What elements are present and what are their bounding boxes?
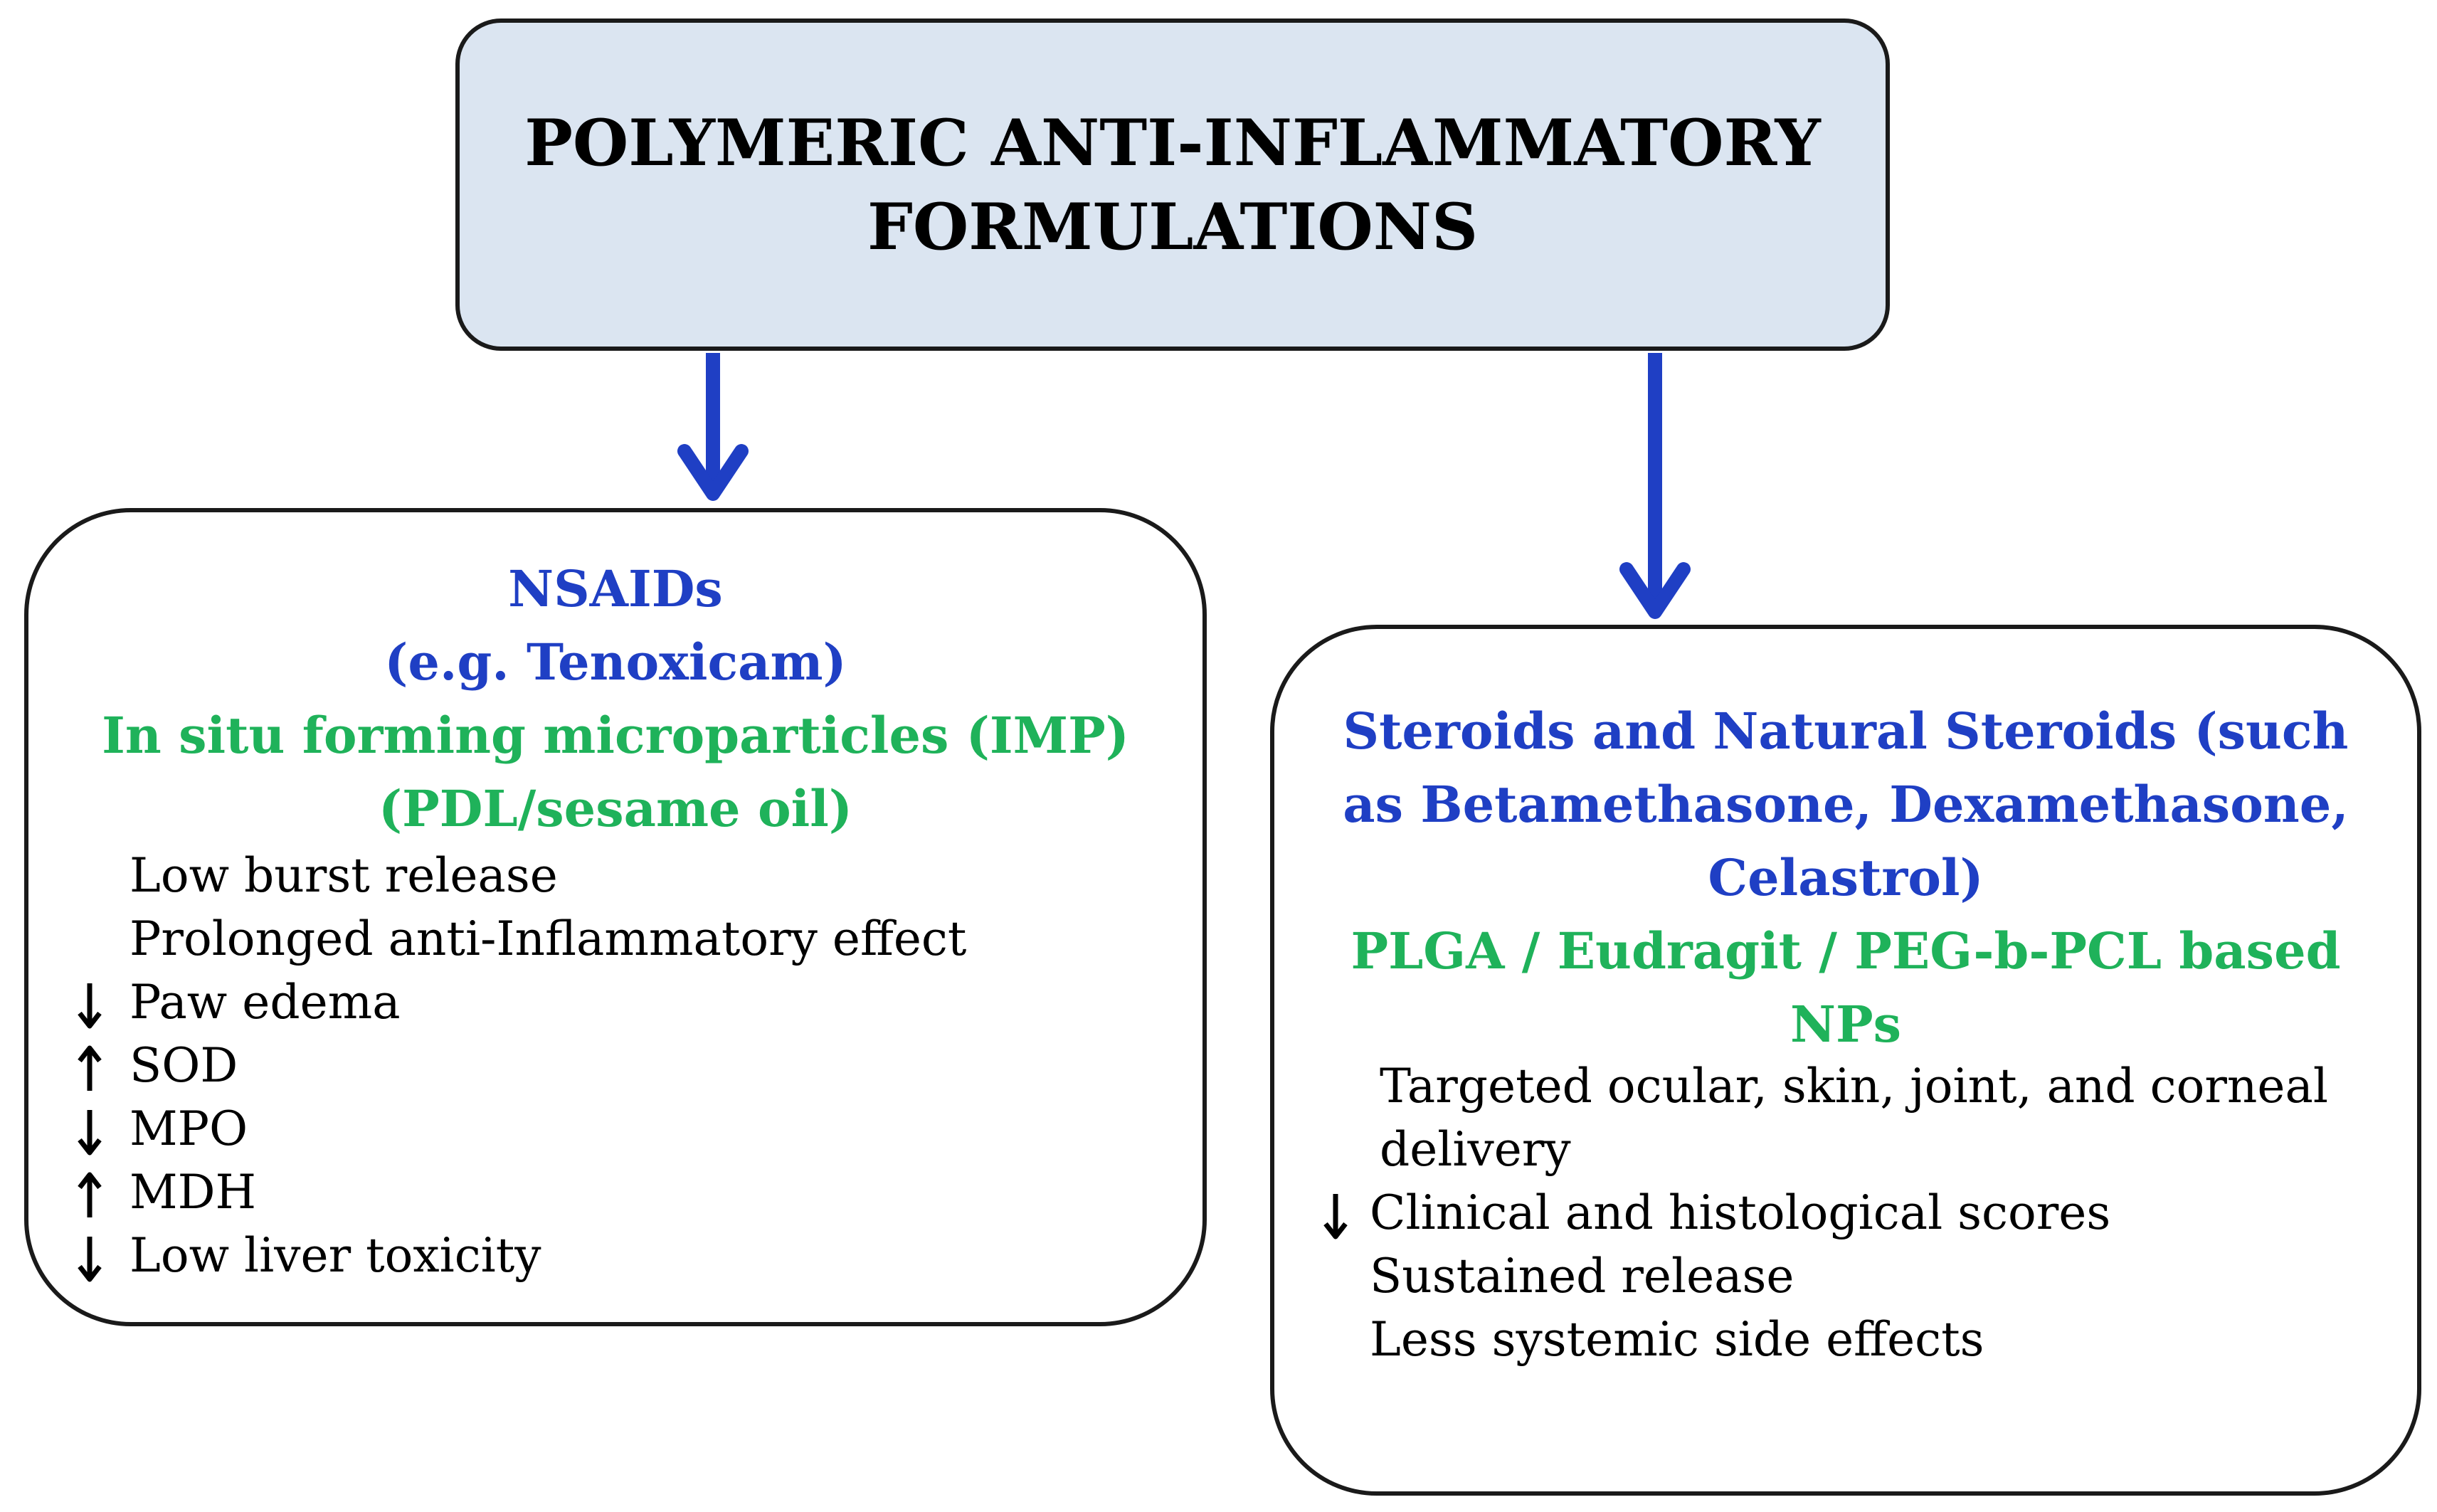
up-arrow-icon [78, 1045, 102, 1091]
list-item: Clinical and histological scores [1323, 1181, 2328, 1244]
list-item: Targeted ocular, skin, joint, and cornea… [1380, 1054, 2328, 1118]
steroids-formulation-line-1: PLGA / Eudragit / PEG-b-PCL based [1350, 921, 2341, 980]
down-arrow-icon [1323, 1194, 1348, 1239]
list-item-text: Sustained release [1370, 1249, 1794, 1304]
nsaids-heading: NSAIDs (e.g. Tenoxicam) In situ forming … [28, 552, 1202, 845]
list-item: SOD [78, 1034, 966, 1097]
list-item-text: Targeted ocular, skin, joint, and cornea… [1380, 1059, 2328, 1114]
root-node: POLYMERIC ANTI-INFLAMMATORY FORMULATIONS [455, 18, 1890, 351]
list-item: Prolonged anti-Inflammatory effect [129, 907, 966, 971]
list-item: Low liver toxicity [78, 1224, 966, 1287]
list-item-text: Prolonged anti-Inflammatory effect [129, 911, 967, 966]
down-arrow-icon [78, 1237, 102, 1282]
steroids-formulation-line-2: NPs [1790, 995, 1902, 1054]
nsaids-heading-line-2: (e.g. Tenoxicam) [384, 633, 847, 692]
root-title-line-1: POLYMERIC ANTI-INFLAMMATORY [524, 105, 1821, 181]
list-item: Sustained release [1370, 1244, 2328, 1308]
list-item-text: delivery [1380, 1122, 1571, 1177]
list-item: MPO [78, 1097, 966, 1161]
steroids-heading-line-3: Celastrol) [1708, 848, 1984, 907]
steroids-heading-line-2: as Betamethasone, Dexamethasone, [1343, 775, 2349, 834]
nsaids-formulation-line-1: In situ forming microparticles (IMP) [102, 706, 1129, 765]
list-item-text: Paw edema [129, 975, 401, 1030]
list-item-text: Low liver toxicity [129, 1228, 541, 1283]
up-arrow-icon [78, 1172, 102, 1217]
list-item-text: MDH [129, 1165, 257, 1220]
steroids-box: Steroids and Natural Steroids (such as B… [1270, 625, 2421, 1496]
list-item-text: MPO [129, 1101, 248, 1156]
list-item-text: Less systemic side effects [1370, 1312, 1984, 1367]
list-item-text: Low burst release [129, 848, 558, 903]
list-item: Paw edema [78, 971, 966, 1034]
steroids-heading-line-1: Steroids and Natural Steroids (such [1343, 702, 2349, 761]
steroids-effects-list: Targeted ocular, skin, joint, and cornea… [1323, 1054, 2328, 1371]
nsaids-effects-list: Low burst release Prolonged anti-Inflamm… [78, 844, 966, 1287]
nsaids-heading-line-1: NSAIDs [508, 559, 723, 618]
list-item-text: SOD [129, 1038, 238, 1093]
down-arrow-icon [78, 983, 102, 1029]
root-title-line-2: FORMULATIONS [867, 189, 1479, 265]
nsaids-box: NSAIDs (e.g. Tenoxicam) In situ forming … [24, 508, 1207, 1326]
arrow-to-steroids [1619, 353, 1691, 619]
list-item: delivery [1380, 1118, 2328, 1181]
list-item-text: Clinical and histological scores [1370, 1185, 2111, 1240]
steroids-heading: Steroids and Natural Steroids (such as B… [1274, 694, 2417, 1061]
nsaids-formulation-line-2: (PDL/sesame oil) [379, 779, 852, 838]
list-item: Low burst release [129, 844, 966, 907]
down-arrow-icon [78, 1110, 102, 1156]
arrow-to-nsaids [677, 353, 749, 501]
list-item: Less systemic side effects [1370, 1308, 2328, 1371]
list-item: MDH [78, 1161, 966, 1224]
